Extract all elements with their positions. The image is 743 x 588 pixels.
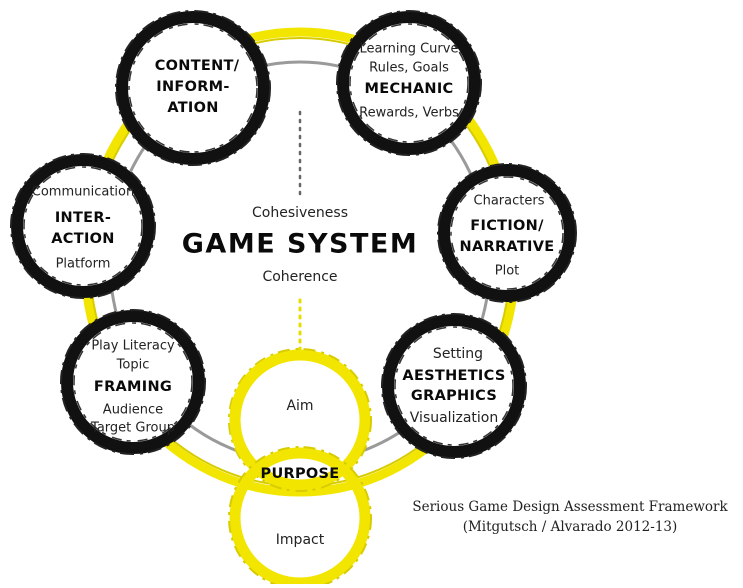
interaction-title-line2: ACTION — [51, 231, 115, 247]
center-top-label: Cohesiveness — [252, 205, 348, 221]
caption-line2: (Mitgutsch / Alvarado 2012-13) — [462, 519, 678, 535]
interaction-line2: Platform — [55, 256, 111, 272]
caption-line1: Serious Game Design Assessment Framework — [412, 499, 728, 515]
content-title-line2: INFORM- — [156, 79, 230, 95]
aesthetics-line2: Visualization — [409, 410, 499, 426]
fiction-line1: Characters — [473, 193, 545, 209]
node-content-ring — [115, 10, 271, 166]
node-interaction-ring — [10, 153, 156, 299]
mechanic-line2: Rules, Goals — [369, 60, 449, 76]
framing-line4: Target Group — [91, 420, 175, 436]
mechanic-line1: Learning Curve — [359, 41, 459, 57]
node-aesthetics-ring — [381, 313, 527, 459]
purpose-impact: Impact — [275, 532, 325, 548]
aesthetics-title-line2: GRAPHICS — [410, 388, 498, 404]
interaction-line1: Communication — [31, 184, 135, 200]
framing-line3: Audience — [102, 402, 164, 418]
fiction-line2: Plot — [494, 263, 520, 279]
purpose-rings — [228, 348, 372, 588]
fiction-title-line1: FICTION/ — [470, 218, 544, 234]
node-fiction-ring — [437, 163, 577, 303]
content-title-line3: ATION — [167, 100, 219, 116]
content-title-line1: CONTENT/ — [154, 58, 240, 74]
center-bottom-label: Coherence — [262, 269, 338, 285]
center-title: GAME SYSTEM — [181, 228, 419, 260]
purpose-aim: Aim — [286, 398, 314, 414]
framing-line1: Play Literacy — [91, 338, 175, 354]
aesthetics-title-line1: AESTHETICS — [402, 368, 506, 384]
interaction-title-line1: INTER- — [54, 210, 112, 226]
framing-title: FRAMING — [93, 379, 173, 395]
mechanic-line3: Rewards, Verbs — [359, 105, 459, 121]
node-mechanic-ring — [336, 10, 482, 156]
node-framing-ring — [60, 309, 206, 455]
fiction-title-line2: NARRATIVE — [459, 239, 555, 255]
framing-line2: Topic — [116, 357, 150, 373]
aesthetics-line1: Setting — [432, 346, 484, 362]
purpose-title: PURPOSE — [260, 466, 340, 482]
mechanic-title: MECHANIC — [364, 81, 454, 97]
